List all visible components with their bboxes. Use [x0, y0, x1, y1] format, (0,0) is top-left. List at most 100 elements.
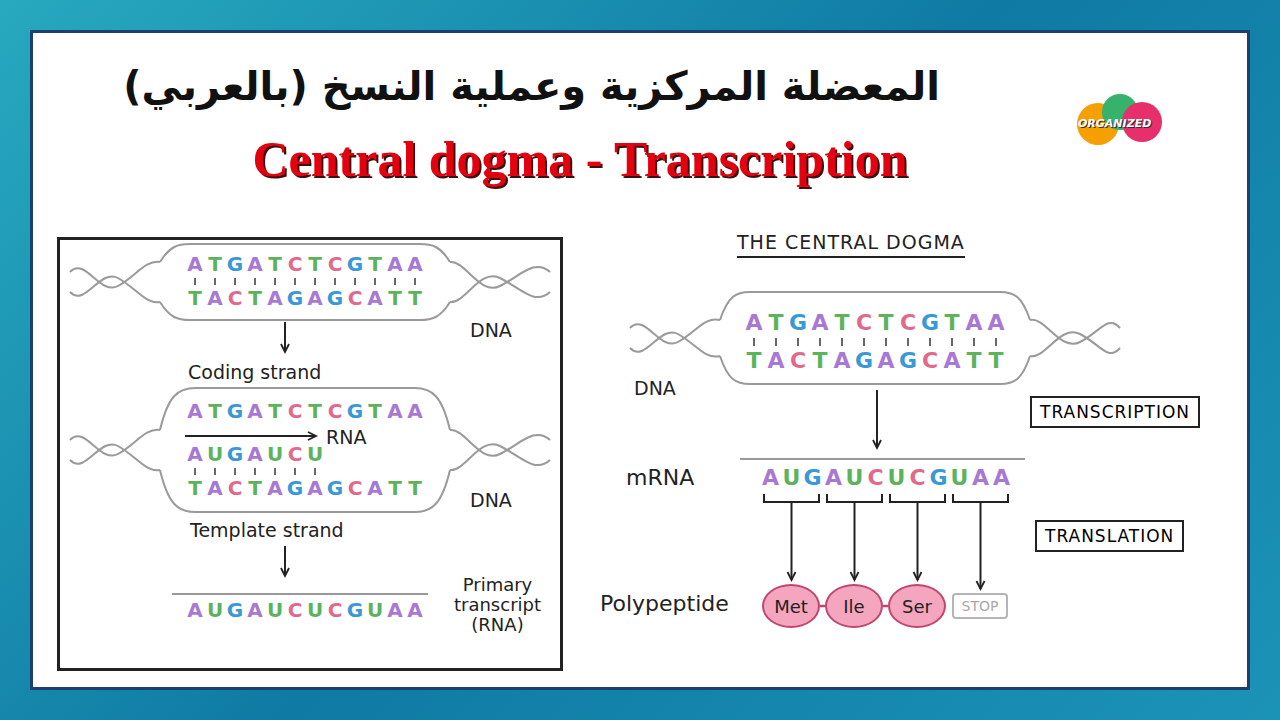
part-label: DNA — [470, 488, 512, 512]
base-letter: C — [285, 399, 305, 423]
base-letter: T — [809, 348, 831, 374]
base-letter: A — [765, 348, 787, 374]
base-letter: G — [928, 465, 949, 491]
base-letter: A — [185, 598, 205, 622]
base-letter: A — [185, 399, 205, 423]
base-letter: A — [185, 442, 205, 466]
base-letter: G — [285, 476, 305, 500]
node-text: TRANSLATION — [1045, 526, 1174, 546]
base-letter: A — [365, 476, 385, 500]
base-letter: A — [245, 442, 265, 466]
base-letter: G — [325, 476, 345, 500]
base-letter: T — [765, 310, 787, 336]
base-letter: U — [844, 465, 865, 491]
base-letter: C — [325, 399, 345, 423]
base-letter: C — [285, 252, 305, 276]
strand-label: Coding strand — [188, 360, 321, 384]
base-letter: T — [743, 348, 765, 374]
dna-sequence: TACTAGAGCATT — [743, 348, 1007, 374]
base-letter: A — [405, 399, 425, 423]
base-letter: A — [991, 465, 1012, 491]
rna-strand-line — [172, 593, 428, 595]
base-letter: C — [285, 442, 305, 466]
base-letter: A — [385, 252, 405, 276]
base-letter: T — [385, 286, 405, 310]
base-letter: A — [245, 399, 265, 423]
dna-sequence: ATGATCTCGTAA — [185, 399, 425, 423]
base-letter: G — [225, 399, 245, 423]
base-letter: A — [875, 348, 897, 374]
base-letter: T — [185, 476, 205, 500]
rna-sequence: AUGAUCU — [185, 442, 325, 466]
dna-sequence: TACTAGAGCATT — [185, 286, 425, 310]
strand-label: Template strand — [190, 518, 344, 542]
base-letter: G — [853, 348, 875, 374]
logo-text: ORGANIZED — [1078, 117, 1151, 131]
base-letter: G — [787, 310, 809, 336]
node-text: STOP — [962, 598, 999, 614]
dna-helix — [70, 388, 550, 512]
base-letter: A — [963, 310, 985, 336]
amino-acid: Ser — [888, 584, 946, 628]
base-letter: A — [385, 399, 405, 423]
arrow — [284, 546, 286, 576]
base-letter: C — [325, 252, 345, 276]
base-letter: T — [405, 476, 425, 500]
base-letter: A — [831, 348, 853, 374]
logo — [1077, 94, 1162, 145]
base-letter: T — [245, 286, 265, 310]
base-letter: G — [345, 598, 365, 622]
part-label: DNA — [470, 318, 512, 342]
page-title: المعضلة المركزية وعملية النسخ (بالعربي) — [180, 60, 940, 112]
base-letter: A — [185, 252, 205, 276]
base-letter: C — [325, 598, 345, 622]
base-letter: T — [205, 399, 225, 423]
codon-brackets — [764, 494, 1008, 502]
base-letter: U — [205, 598, 225, 622]
base-letter: T — [365, 399, 385, 423]
dna-helix — [70, 244, 550, 320]
base-letter: T — [305, 252, 325, 276]
base-letter: C — [345, 476, 365, 500]
base-letter: G — [225, 442, 245, 466]
base-letter: T — [265, 399, 285, 423]
base-letter: A — [245, 252, 265, 276]
base-letter: U — [949, 465, 970, 491]
base-letter: U — [265, 442, 285, 466]
process-label-box: TRANSCRIPTION — [1030, 396, 1200, 428]
base-letter: T — [875, 310, 897, 336]
base-letter: T — [305, 399, 325, 423]
base-letter: A — [941, 348, 963, 374]
base-letter: C — [865, 465, 886, 491]
base-letter: U — [305, 442, 325, 466]
base-letter: C — [907, 465, 928, 491]
base-letter: U — [781, 465, 802, 491]
base-letter: U — [365, 598, 385, 622]
dna-sequence: ATGATCTCGTAA — [185, 252, 425, 276]
part-label: DNA — [634, 376, 676, 400]
base-letter: A — [265, 476, 285, 500]
base-letter: C — [853, 310, 875, 336]
base-letter: A — [245, 598, 265, 622]
base-pairs — [185, 468, 325, 475]
base-letter: T — [941, 310, 963, 336]
base-letter: G — [225, 598, 245, 622]
base-letter: C — [787, 348, 809, 374]
base-letter: U — [205, 442, 225, 466]
dna-helix — [630, 292, 1120, 384]
base-letter: T — [385, 476, 405, 500]
base-pairs — [185, 278, 425, 285]
subtitle: Central dogma - Transcription — [150, 130, 1010, 188]
base-letter: A — [970, 465, 991, 491]
process-label-box: TRANSLATION — [1035, 520, 1184, 552]
base-letter: T — [245, 476, 265, 500]
base-letter: A — [205, 286, 225, 310]
base-letter: G — [897, 348, 919, 374]
base-letter: C — [225, 286, 245, 310]
base-letter: U — [886, 465, 907, 491]
base-letter: T — [185, 286, 205, 310]
base-letter: G — [919, 310, 941, 336]
base-letter: G — [285, 286, 305, 310]
rna-sequence: AUGAUCUCGUAA — [185, 598, 425, 622]
